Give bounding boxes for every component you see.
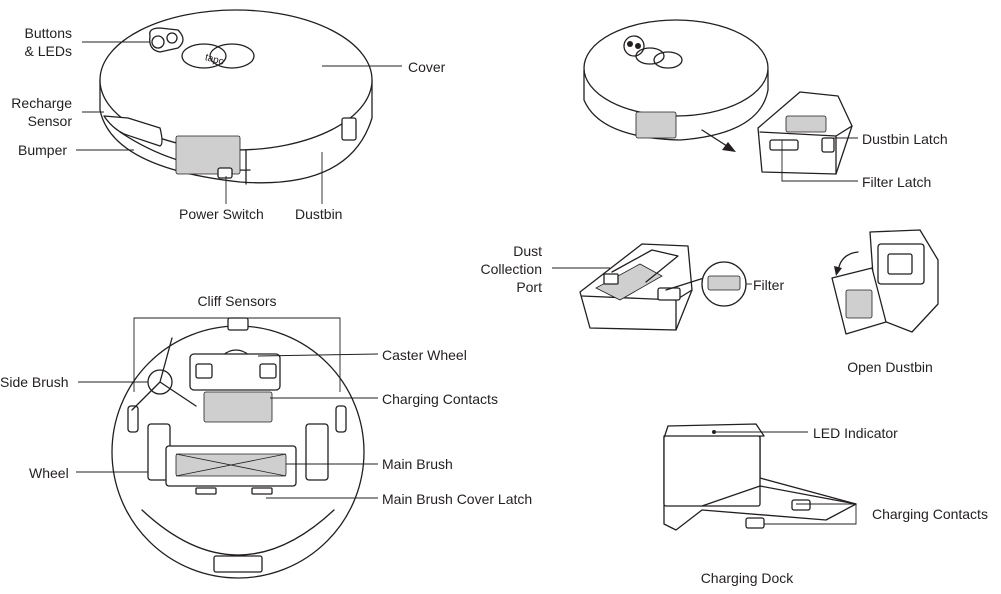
label-cover: Cover [408, 59, 446, 75]
label-dcp-line3: Port [516, 279, 542, 295]
label-recharge-sensor-line2: Sensor [27, 113, 72, 129]
dustbin-latch-grip [785, 115, 827, 133]
dock-contact-1 [745, 517, 765, 529]
bumper-slot [103, 115, 163, 147]
button-panel [149, 27, 184, 53]
label-charging-contacts-dock: Charging Contacts [872, 506, 988, 522]
brand-logo: tapo [204, 52, 226, 68]
cliff-sensor-left [127, 405, 139, 433]
label-dustbin: Dustbin [295, 206, 343, 222]
label-main-brush: Main Brush [382, 456, 453, 472]
filter-shape [707, 275, 741, 291]
robot-top-view: tapo [99, 9, 373, 185]
dustbin-port-view [579, 243, 747, 331]
label-side-brush: Side Brush [0, 374, 69, 390]
label-dcp-line2: Collection [480, 261, 542, 277]
open-dustbin-view [831, 229, 939, 335]
wheel-right [305, 423, 329, 481]
label-buttons-leds: Buttons & LEDs [12, 24, 72, 60]
label-recharge-sensor: Recharge Sensor [2, 94, 72, 130]
label-charging-dock: Charging Dock [700, 570, 794, 586]
dustbin-removal-view [583, 19, 853, 175]
rotate-arrow-icon [834, 266, 842, 276]
label-main-brush-cover-latch: Main Brush Cover Latch [382, 491, 533, 507]
robot-bottom-view [111, 317, 365, 579]
label-dustbin-latch: Dustbin Latch [862, 131, 948, 147]
label-buttons-leds-line2: & LEDs [24, 43, 72, 59]
label-open-dustbin: Open Dustbin [847, 359, 933, 375]
label-cliff-sensors: Cliff Sensors [197, 293, 277, 309]
label-charging-contacts-robot: Charging Contacts [382, 391, 498, 407]
contact-right [259, 363, 277, 379]
label-filter: Filter [753, 277, 785, 293]
power-switch-shape [217, 167, 233, 179]
label-dust-collection-port: Dust Collection Port [462, 242, 542, 296]
button-1 [151, 35, 165, 49]
dock-tower [663, 435, 761, 507]
label-recharge-sensor-line1: Recharge [11, 95, 72, 111]
label-bumper: Bumper [18, 142, 68, 158]
cliff-sensor-right [335, 405, 347, 433]
label-led-indicator: LED Indicator [813, 425, 898, 441]
removal-arrow-icon [722, 142, 736, 152]
button-2 [166, 32, 178, 44]
cliff-sensor-front [227, 317, 249, 331]
label-wheel: Wheel [29, 465, 69, 481]
dustbin-latch-shape [341, 117, 357, 141]
contact-left [195, 363, 213, 379]
label-filter-latch: Filter Latch [862, 174, 932, 190]
dock-contact-2 [791, 499, 811, 511]
label-caster-wheel: Caster Wheel [382, 347, 467, 363]
label-dcp-line1: Dust [513, 243, 542, 259]
label-power-switch: Power Switch [179, 206, 264, 222]
label-buttons-leds-line1: Buttons [24, 25, 72, 41]
vent-grille [175, 135, 241, 175]
charging-dock-view [663, 423, 857, 531]
